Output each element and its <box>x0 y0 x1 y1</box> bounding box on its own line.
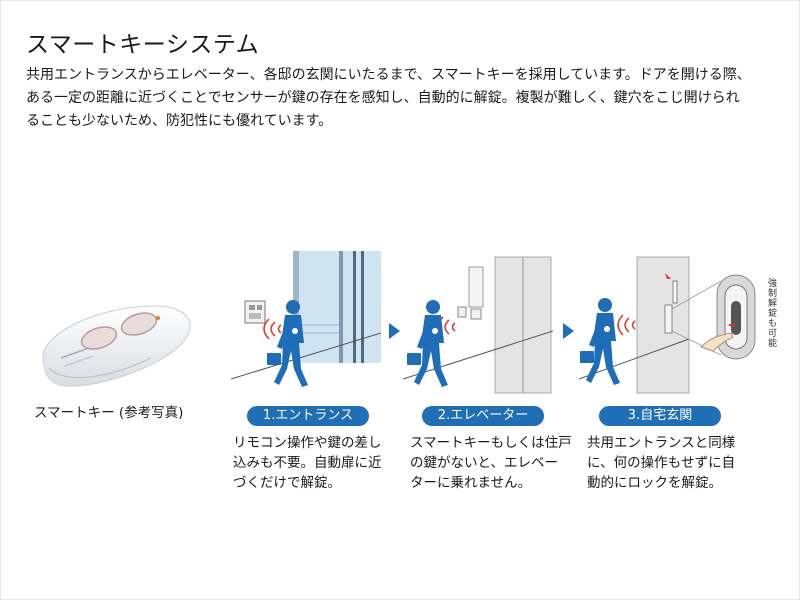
step-label-entrance: 1.エントランス <box>247 406 369 426</box>
page-description: 共用エントランスからエレベーター、各邸の玄関にいたるまで、スマートキーを採用して… <box>26 64 786 133</box>
step-label-elevator: 2.エレベーター <box>422 406 544 426</box>
step-arrow-icon <box>389 323 400 339</box>
step-text-line: づくだけで解錠。 <box>233 475 341 491</box>
forced-unlock-vertical-text: 強制解錠も可能 <box>768 279 778 349</box>
step-text-line: の鍵がないと、エレベー <box>410 455 558 471</box>
step-label-home: 3.自宅玄関 <box>599 406 721 426</box>
step-text-line: に、何の操作もせずに自 <box>587 455 736 471</box>
step-text-line: スマートキーもしくは住戸 <box>410 435 572 451</box>
scene-elevator <box>403 251 553 396</box>
step-text-line: 動的にロックを解錠。 <box>587 475 722 491</box>
step-text-line: 共用エントランスと同様 <box>587 435 736 451</box>
step-text-line: 込みも不要。自動扉に近 <box>233 455 382 471</box>
step-arrow-icon <box>563 323 574 339</box>
scene-home-door <box>579 251 756 396</box>
description-line: ることも少ないため、防犯性にも優れています。 <box>26 113 333 129</box>
smart-key-photo <box>31 296 201 396</box>
smart-key-caption: スマートキー (参考写真) <box>34 405 184 421</box>
description-line: 共用エントランスからエレベーター、各邸の玄関にいたるまで、スマートキーを採用して… <box>26 67 751 83</box>
page-title: スマートキーシステム <box>26 32 260 58</box>
description-line: ある一定の距離に近づくことでセンサーが鍵の存在を感知し、自動的に解錠。複製が難し… <box>26 90 740 106</box>
step-text-home: 共用エントランスと同様 に、何の操作もせずに自 動的にロックを解錠。 <box>587 433 749 493</box>
scene-entrance <box>231 251 381 396</box>
step-text-line: リモコン操作や鍵の差し <box>233 435 382 451</box>
step-text-entrance: リモコン操作や鍵の差し 込みも不要。自動扉に近 づくだけで解錠。 <box>233 433 395 493</box>
step-text-elevator: スマートキーもしくは住戸 の鍵がないと、エレベー ターに乗れません。 <box>410 433 572 493</box>
step-text-line: ターに乗れません。 <box>410 475 532 491</box>
